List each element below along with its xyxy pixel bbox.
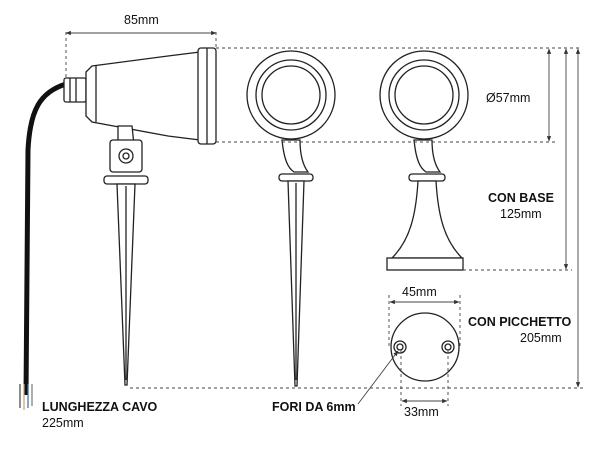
diameter-label: Ø57mm [486,91,531,105]
power-cable [23,81,67,396]
base-disc [390,312,460,382]
side-view-lamp [19,47,217,410]
lamp-lens [394,65,454,125]
mount-arm [413,139,442,173]
base-width-label: 45mm [402,285,437,299]
base-plate [386,257,464,271]
base-flare [390,180,464,259]
spike-collar [103,175,149,185]
spike-collar [278,173,314,182]
con-picchetto-value: 205mm [520,331,562,345]
base-top-view [390,312,460,382]
con-base-title: CON BASE [488,191,554,205]
cable-length-value: 225mm [42,416,84,430]
cable-wire-ends [19,384,33,410]
mount-arm [281,139,310,173]
front-view-lamp-spike [246,50,336,387]
width-dimension-label: 85mm [124,13,159,27]
lamp-body [85,51,201,141]
hole-spacing-label: 33mm [404,405,439,419]
dimension-lines [65,30,584,406]
base-collar [408,173,446,182]
front-view-lamp-base [379,50,469,271]
con-picchetto-title: CON PICCHETTO [468,315,572,329]
cable-length-title: LUNGHEZZA CAVO [42,400,158,414]
cable-gland [63,77,87,103]
holes-label: FORI DA 6mm [272,400,356,414]
con-base-value: 125mm [500,207,542,221]
lamp-lens [261,65,321,125]
